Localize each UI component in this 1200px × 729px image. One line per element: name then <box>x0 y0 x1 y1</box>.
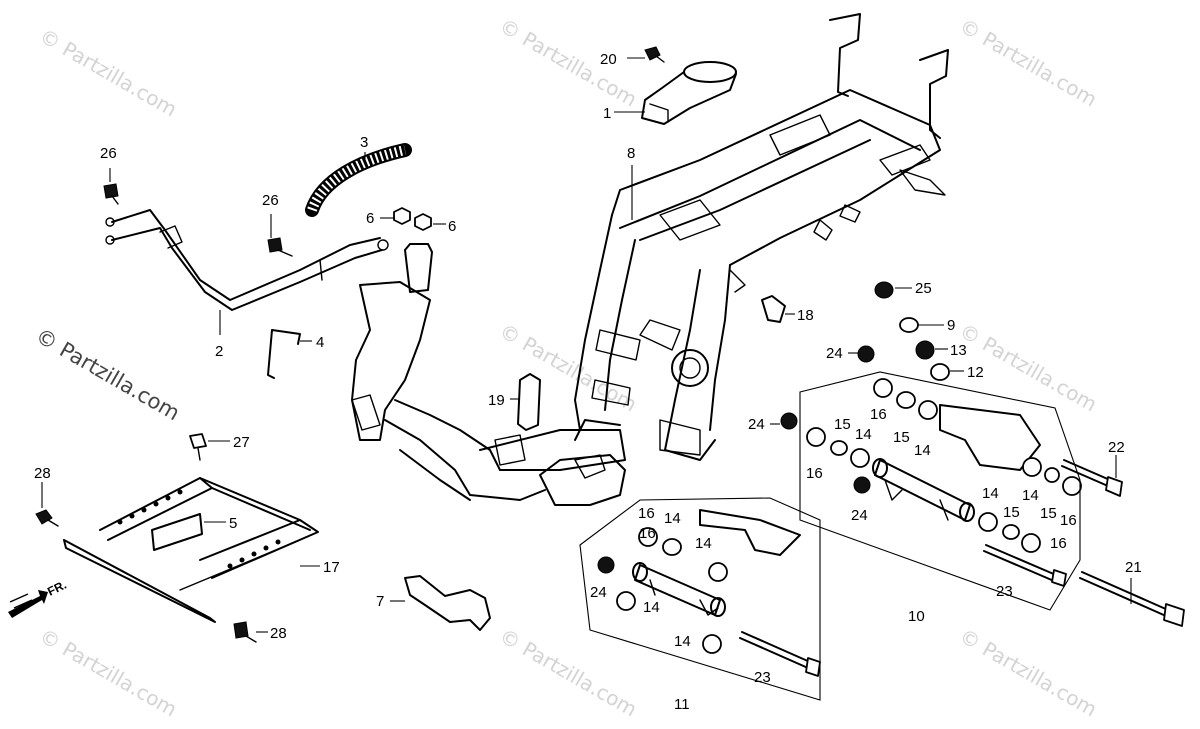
label-24: 24 <box>748 416 765 433</box>
label-16: 16 <box>806 465 823 482</box>
assembly-boxes <box>579 371 1081 701</box>
label-1: 1 <box>603 105 611 122</box>
bolts-27-28 <box>35 433 257 643</box>
label-24: 24 <box>851 507 868 524</box>
label-5: 5 <box>229 515 237 532</box>
watermark: © Partzilla.com <box>36 24 182 122</box>
label-3: 3 <box>360 134 368 151</box>
watermark-dark: © Partzilla.com <box>32 324 184 426</box>
watermark: © Partzilla.com <box>956 624 1102 722</box>
label-7: 7 <box>376 593 384 610</box>
label-14: 14 <box>664 510 681 527</box>
label-6: 6 <box>366 210 374 227</box>
label-21: 21 <box>1125 559 1142 576</box>
label-16: 16 <box>1050 535 1067 552</box>
front-direction-arrow-icon: FR. <box>8 578 69 618</box>
label-6: 6 <box>448 218 456 235</box>
label-26: 26 <box>100 145 117 162</box>
label-16: 16 <box>639 525 656 542</box>
label-14: 14 <box>674 633 691 650</box>
label-23: 23 <box>996 583 1013 600</box>
part-6-nuts <box>393 207 432 231</box>
part-2-rails <box>105 209 389 311</box>
label-24: 24 <box>826 345 843 362</box>
label-17: 17 <box>323 559 340 576</box>
label-14: 14 <box>855 426 872 443</box>
label-16: 16 <box>1060 512 1077 529</box>
label-15: 15 <box>1040 505 1057 522</box>
label-2: 2 <box>215 343 223 360</box>
part-20-bolt <box>644 46 665 63</box>
label-8: 8 <box>627 145 635 162</box>
callout-labels: 20 1 8 3 26 26 6 6 2 4 19 18 25 9 13 12 … <box>34 51 1142 713</box>
part-5-pad <box>151 513 203 551</box>
steering-head-and-down-tube <box>351 243 626 506</box>
watermark: © Partzilla.com <box>496 624 642 722</box>
label-15: 15 <box>893 429 910 446</box>
label-23: 23 <box>754 669 771 686</box>
label-27: 27 <box>233 434 250 451</box>
label-10: 10 <box>908 608 925 625</box>
watermark: © Partzilla.com <box>956 14 1102 112</box>
label-24: 24 <box>590 584 607 601</box>
label-16: 16 <box>638 505 655 522</box>
frame-body <box>574 13 949 461</box>
label-25: 25 <box>915 280 932 297</box>
label-14: 14 <box>914 442 931 459</box>
stand-holes <box>117 489 281 569</box>
part-11-link-assembly <box>616 509 801 654</box>
label-14: 14 <box>1022 487 1039 504</box>
label-19: 19 <box>488 392 505 409</box>
part-4-bracket <box>267 329 301 379</box>
part-7-plate <box>404 575 491 631</box>
label-28: 28 <box>270 625 287 642</box>
label-12: 12 <box>967 364 984 381</box>
part-26-bolts <box>103 183 293 257</box>
label-28: 28 <box>34 465 51 482</box>
label-9: 9 <box>947 317 955 334</box>
label-13: 13 <box>950 342 967 359</box>
part-3-corrugated-tube <box>305 143 412 217</box>
watermark: © Partzilla.com <box>496 14 642 112</box>
label-4: 4 <box>316 334 324 351</box>
part-18-clip <box>761 295 786 323</box>
label-11: 11 <box>674 696 690 713</box>
label-14: 14 <box>643 599 660 616</box>
leader-lines <box>41 57 1132 633</box>
watermark: © Partzilla.com <box>496 319 642 417</box>
parts-9-12-13 <box>597 317 950 574</box>
part-1-clamp <box>641 61 737 125</box>
label-22: 22 <box>1108 439 1125 456</box>
long-bolts <box>739 459 1185 677</box>
label-18: 18 <box>797 307 814 324</box>
part-17-stand <box>63 477 319 623</box>
part-25-grommet <box>874 281 894 299</box>
label-20: 20 <box>600 51 617 68</box>
label-15: 15 <box>1003 504 1020 521</box>
watermark: © Partzilla.com <box>36 624 182 722</box>
label-14: 14 <box>982 485 999 502</box>
front-arrow-label: FR. <box>45 578 69 599</box>
label-26: 26 <box>262 192 279 209</box>
label-14: 14 <box>695 535 712 552</box>
label-16: 16 <box>870 406 887 423</box>
part-10-link-assembly <box>806 378 1082 553</box>
part-19-rubber <box>517 373 541 431</box>
label-15: 15 <box>834 416 851 433</box>
